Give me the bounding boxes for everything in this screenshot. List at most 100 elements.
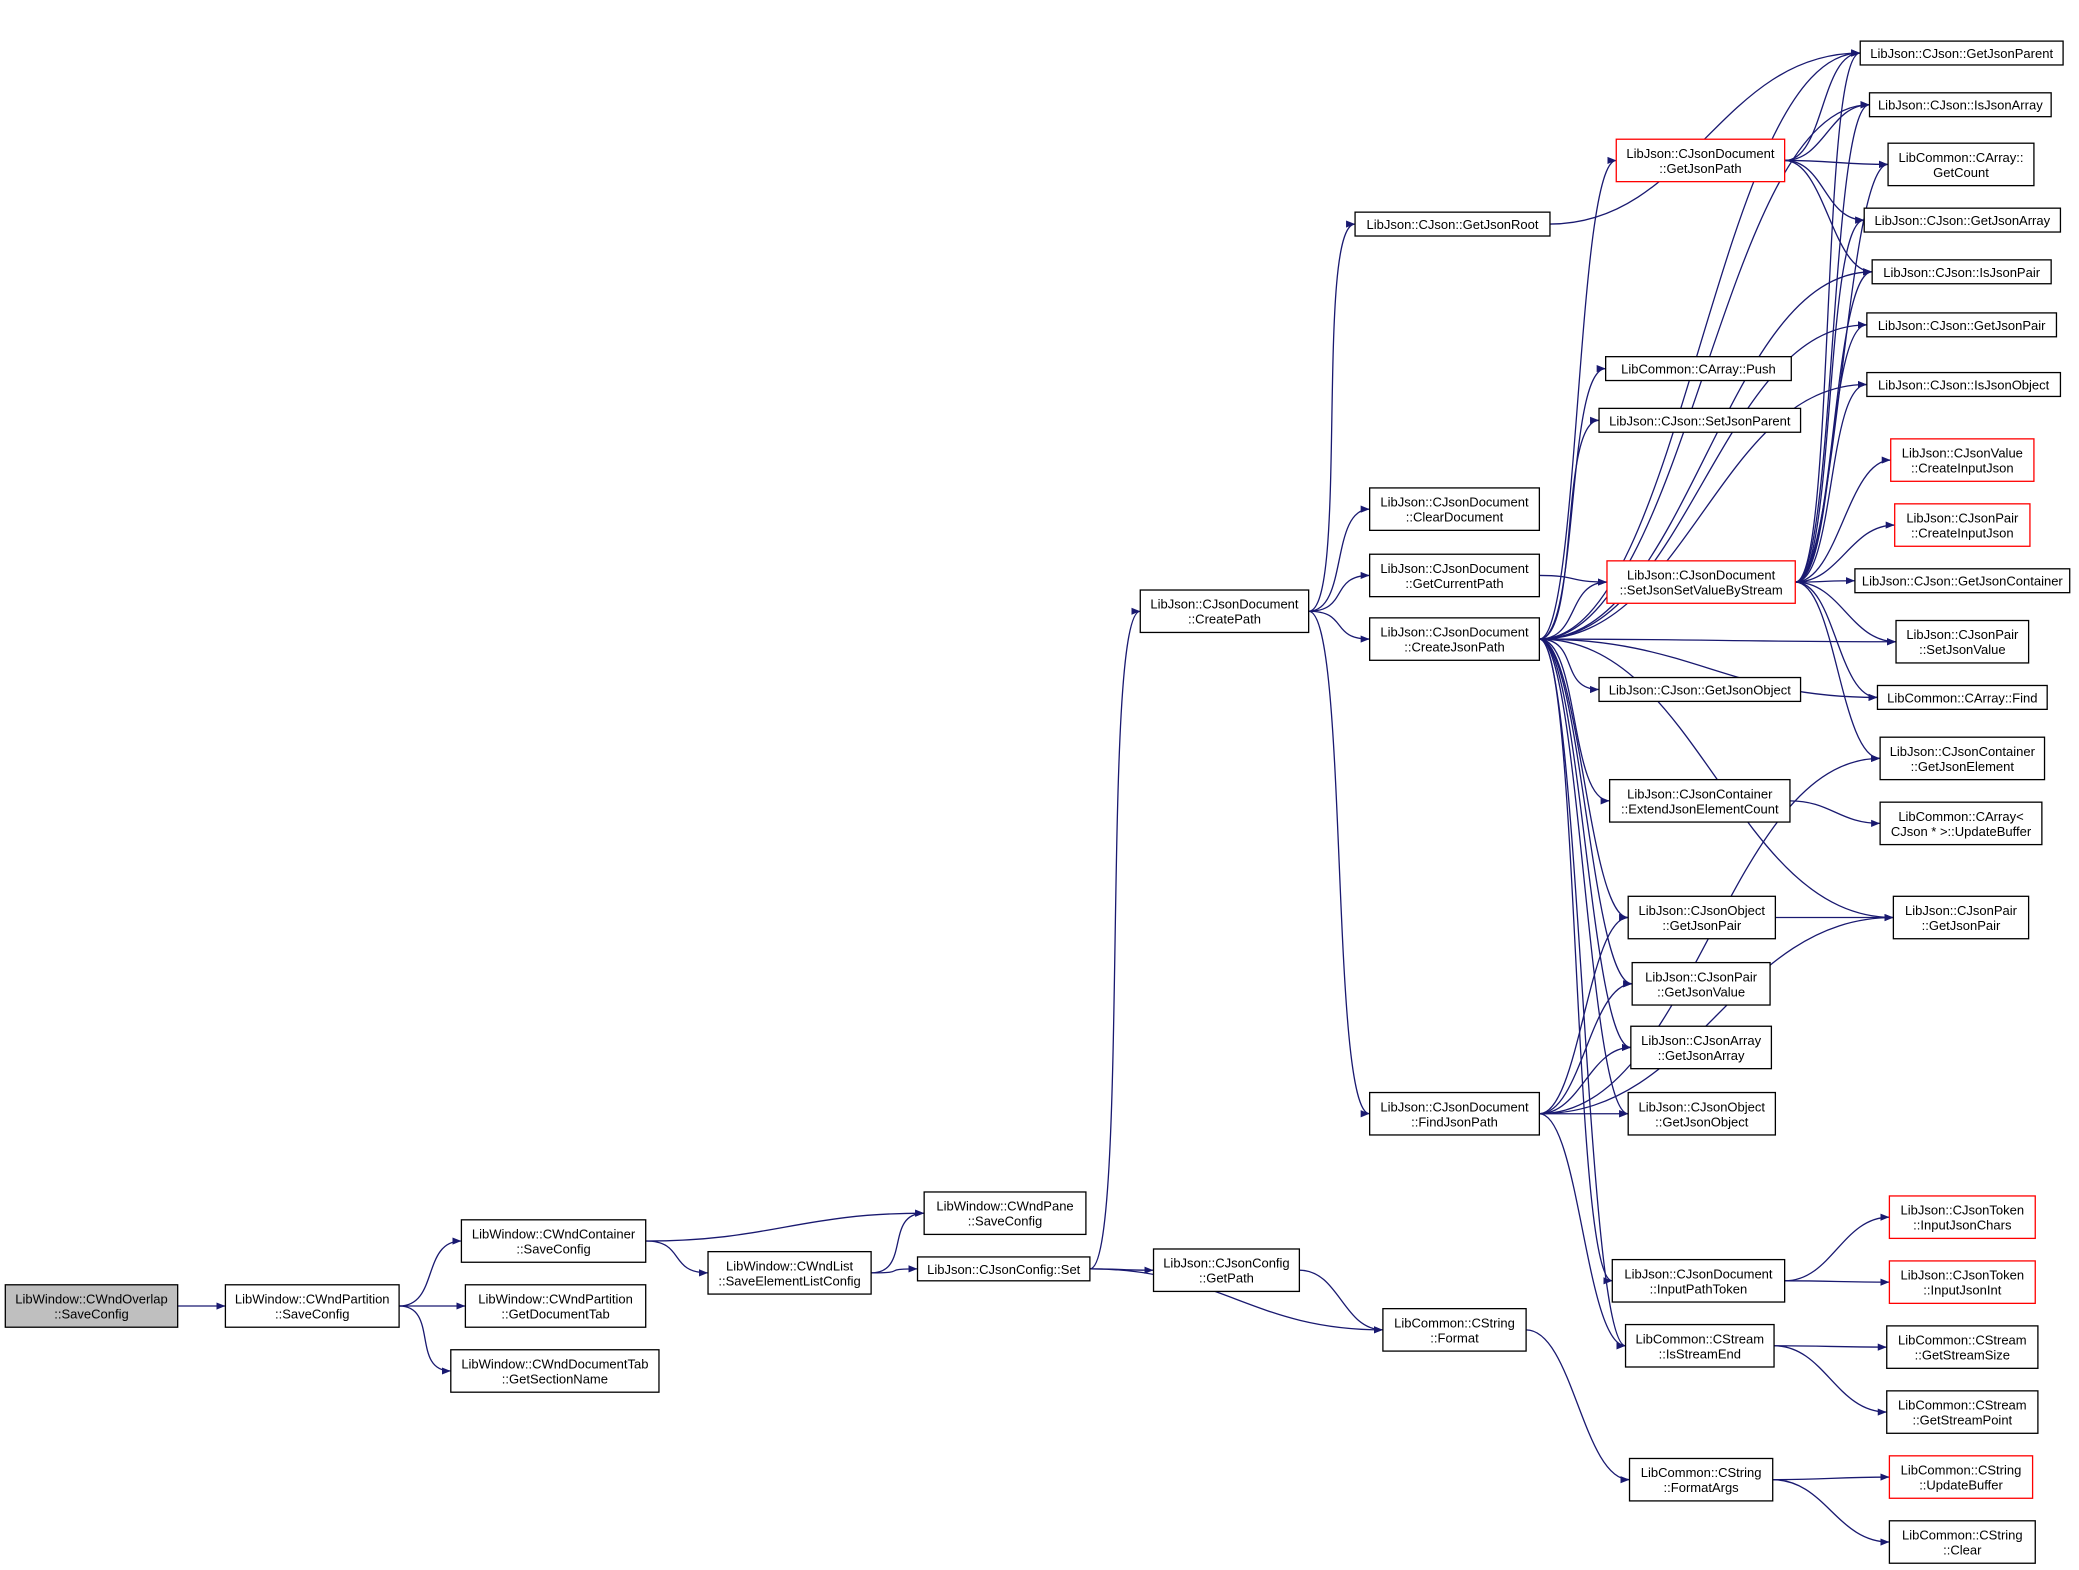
node-label: ::GetStreamPoint xyxy=(1912,1413,2012,1428)
node-label: LibJson::CJsonDocument xyxy=(1626,146,1775,161)
node-label: LibCommon::CStream xyxy=(1635,1331,1764,1346)
node-box xyxy=(1354,211,1551,237)
call-edge xyxy=(1784,101,1870,162)
function-node[interactable]: LibJson::CJsonConfig::Set xyxy=(916,1256,1091,1282)
node-label: LibJson::CJsonPair xyxy=(1906,511,2019,526)
node-label: LibJson::CJsonConfig::Set xyxy=(927,1262,1081,1277)
function-node[interactable]: LibWindow::CWndContainer::SaveConfig xyxy=(460,1219,647,1263)
call-edge xyxy=(1784,159,1873,276)
node-box xyxy=(1886,1390,2039,1434)
call-edge xyxy=(1789,800,1881,827)
node-label: ::GetJsonObject xyxy=(1655,1114,1749,1129)
function-node[interactable]: LibJson::CJson::IsJsonPair xyxy=(1871,259,2052,285)
node-label: GetCount xyxy=(1933,165,1989,180)
function-node[interactable]: LibJson::CJsonObject::GetJsonObject xyxy=(1627,1091,1777,1136)
function-node[interactable]: LibCommon::CStream::IsStreamEnd xyxy=(1624,1323,1775,1368)
node-label: LibJson::CJson::IsJsonPair xyxy=(1883,265,2040,280)
function-node[interactable]: LibJson::CJsonConfig::GetPath xyxy=(1152,1248,1301,1293)
call-edge xyxy=(645,1209,925,1242)
call-edge xyxy=(1539,638,1878,702)
call-edge xyxy=(1772,1473,1890,1481)
call-edge xyxy=(1308,610,1370,643)
function-node[interactable]: LibWindow::CWndPane::SaveConfig xyxy=(923,1191,1087,1236)
call-edge xyxy=(399,1305,451,1375)
function-node[interactable]: LibCommon::CString::UpdateBuffer xyxy=(1888,1455,2034,1499)
node-label: ::GetJsonPair xyxy=(1922,918,2001,933)
node-box xyxy=(4,1284,179,1328)
function-node[interactable]: LibJson::CJson::SetJsonParent xyxy=(1598,407,1802,433)
node-label: LibJson::CJsonObject xyxy=(1639,903,1766,918)
function-node[interactable]: LibCommon::CString::FormatArgs xyxy=(1628,1457,1774,1502)
call-edge xyxy=(1795,321,1867,583)
function-node[interactable]: LibJson::CJsonDocument::InputPathToken xyxy=(1611,1258,1786,1303)
function-node[interactable]: LibCommon::CStream::GetStreamSize xyxy=(1886,1325,2039,1369)
node-box xyxy=(1894,503,2031,547)
function-node[interactable]: LibJson::CJsonArray::GetJsonArray xyxy=(1630,1025,1773,1070)
function-node[interactable]: LibJson::CJsonToken::InputJsonChars xyxy=(1888,1195,2036,1240)
function-node[interactable]: LibCommon::CArray::Find xyxy=(1876,684,2048,711)
node-label: LibJson::CJsonDocument xyxy=(1150,597,1299,612)
function-node[interactable]: LibJson::CJsonPair::GetJsonPair xyxy=(1892,895,2030,940)
function-node[interactable]: LibJson::CJsonDocument::CreatePath xyxy=(1139,589,1310,634)
node-box xyxy=(1888,1520,2036,1564)
function-node[interactable]: LibJson::CJsonObject::GetJsonPair xyxy=(1627,895,1777,940)
function-node[interactable]: LibJson::CJsonContainer::GetJsonElement xyxy=(1879,736,2046,781)
function-node[interactable]: LibJson::CJson::GetJsonContainer xyxy=(1854,568,2071,594)
function-node[interactable]: LibWindow::CWndDocumentTab::GetSectionNa… xyxy=(450,1349,660,1393)
function-node[interactable]: LibJson::CJson::IsJsonObject xyxy=(1866,371,2062,398)
call-edge xyxy=(871,1265,918,1274)
function-node[interactable]: LibJson::CJson::GetJsonObject xyxy=(1598,676,1802,703)
function-node[interactable]: LibJson::CJson::IsJsonArray xyxy=(1868,92,2052,118)
function-node[interactable]: LibJson::CJsonDocument::FindJsonPath xyxy=(1368,1091,1541,1136)
function-node[interactable]: LibJson::CJsonToken::InputJsonInt xyxy=(1888,1260,2036,1305)
function-node[interactable]: LibCommon::CString::Clear xyxy=(1888,1520,2036,1564)
node-box xyxy=(1859,40,2064,66)
node-box xyxy=(1890,438,2035,482)
call-edge xyxy=(1795,268,1873,583)
call-edge xyxy=(1539,638,1894,922)
function-node[interactable]: LibJson::CJsonValue::CreateInputJson xyxy=(1890,438,2035,482)
node-label: ::SaveConfig xyxy=(516,1242,590,1257)
function-node[interactable]: LibCommon::CArray::Push xyxy=(1605,356,1792,382)
function-node[interactable]: LibJson::CJson::GetJsonParent xyxy=(1859,40,2064,66)
node-box xyxy=(1888,1260,2036,1305)
call-edge xyxy=(1089,607,1141,1270)
function-node[interactable]: LibJson::CJsonPair::GetJsonValue xyxy=(1631,961,1771,1006)
function-node[interactable]: LibWindow::CWndPartition::SaveConfig xyxy=(224,1284,400,1328)
function-node[interactable]: LibWindow::CWndList::SaveElementListConf… xyxy=(707,1250,872,1295)
node-label: LibCommon::CArray< xyxy=(1898,809,2023,824)
node-label: LibJson::CJsonContainer xyxy=(1890,744,2036,759)
function-node[interactable]: LibJson::CJson::GetJsonArray xyxy=(1863,207,2062,233)
node-label: LibCommon::CStream xyxy=(1898,1398,2027,1413)
node-box xyxy=(1598,407,1802,433)
node-box xyxy=(464,1284,647,1328)
call-edge xyxy=(1539,365,1606,640)
function-node[interactable]: LibJson::CJson::GetJsonPair xyxy=(1866,312,2058,338)
node-label: LibJson::CJsonPair xyxy=(1645,969,1758,984)
function-node[interactable]: LibCommon::CStream::GetStreamPoint xyxy=(1886,1390,2039,1434)
function-node[interactable]: LibJson::CJsonPair::CreateInputJson xyxy=(1894,503,2031,547)
node-label: LibJson::CJson::SetJsonParent xyxy=(1609,413,1791,428)
function-node[interactable]: LibCommon::CArray::GetCount xyxy=(1887,142,2035,187)
call-edge xyxy=(1774,1345,1887,1416)
function-node[interactable]: LibJson::CJsonDocument::GetJsonPath xyxy=(1615,138,1786,183)
function-node[interactable]: LibCommon::CString::Format xyxy=(1382,1308,1527,1352)
node-label: LibCommon::CString xyxy=(1394,1315,1515,1330)
node-box xyxy=(1854,568,2071,594)
function-node[interactable]: LibJson::CJsonDocument::ClearDocument xyxy=(1368,487,1541,532)
function-node[interactable]: LibJson::CJsonDocument::SetJsonSetValueB… xyxy=(1606,560,1796,604)
node-label: LibJson::CJsonDocument xyxy=(1380,1099,1529,1114)
function-node[interactable]: LibCommon::CArray<CJson * >::UpdateBuffe… xyxy=(1879,801,2043,846)
function-node[interactable]: LibWindow::CWndPartition::GetDocumentTab xyxy=(464,1284,647,1328)
function-node[interactable]: LibJson::CJsonContainer::ExtendJsonEleme… xyxy=(1608,778,1791,823)
node-label: ::FindJsonPath xyxy=(1411,1114,1498,1129)
call-edge xyxy=(1539,416,1600,640)
call-edge xyxy=(1784,1213,1890,1282)
call-edge xyxy=(1539,638,1631,1051)
call-edge xyxy=(1539,638,1626,1350)
function-node[interactable]: LibJson::CJsonDocument::CreateJsonPath xyxy=(1368,617,1541,661)
function-node[interactable]: LibJson::CJson::GetJsonRoot xyxy=(1354,211,1551,237)
function-node[interactable]: LibJson::CJsonPair::SetJsonValue xyxy=(1895,619,2030,664)
node-label: ::GetJsonPair xyxy=(1662,918,1741,933)
function-node[interactable]: LibJson::CJsonDocument::GetCurrentPath xyxy=(1368,553,1541,598)
